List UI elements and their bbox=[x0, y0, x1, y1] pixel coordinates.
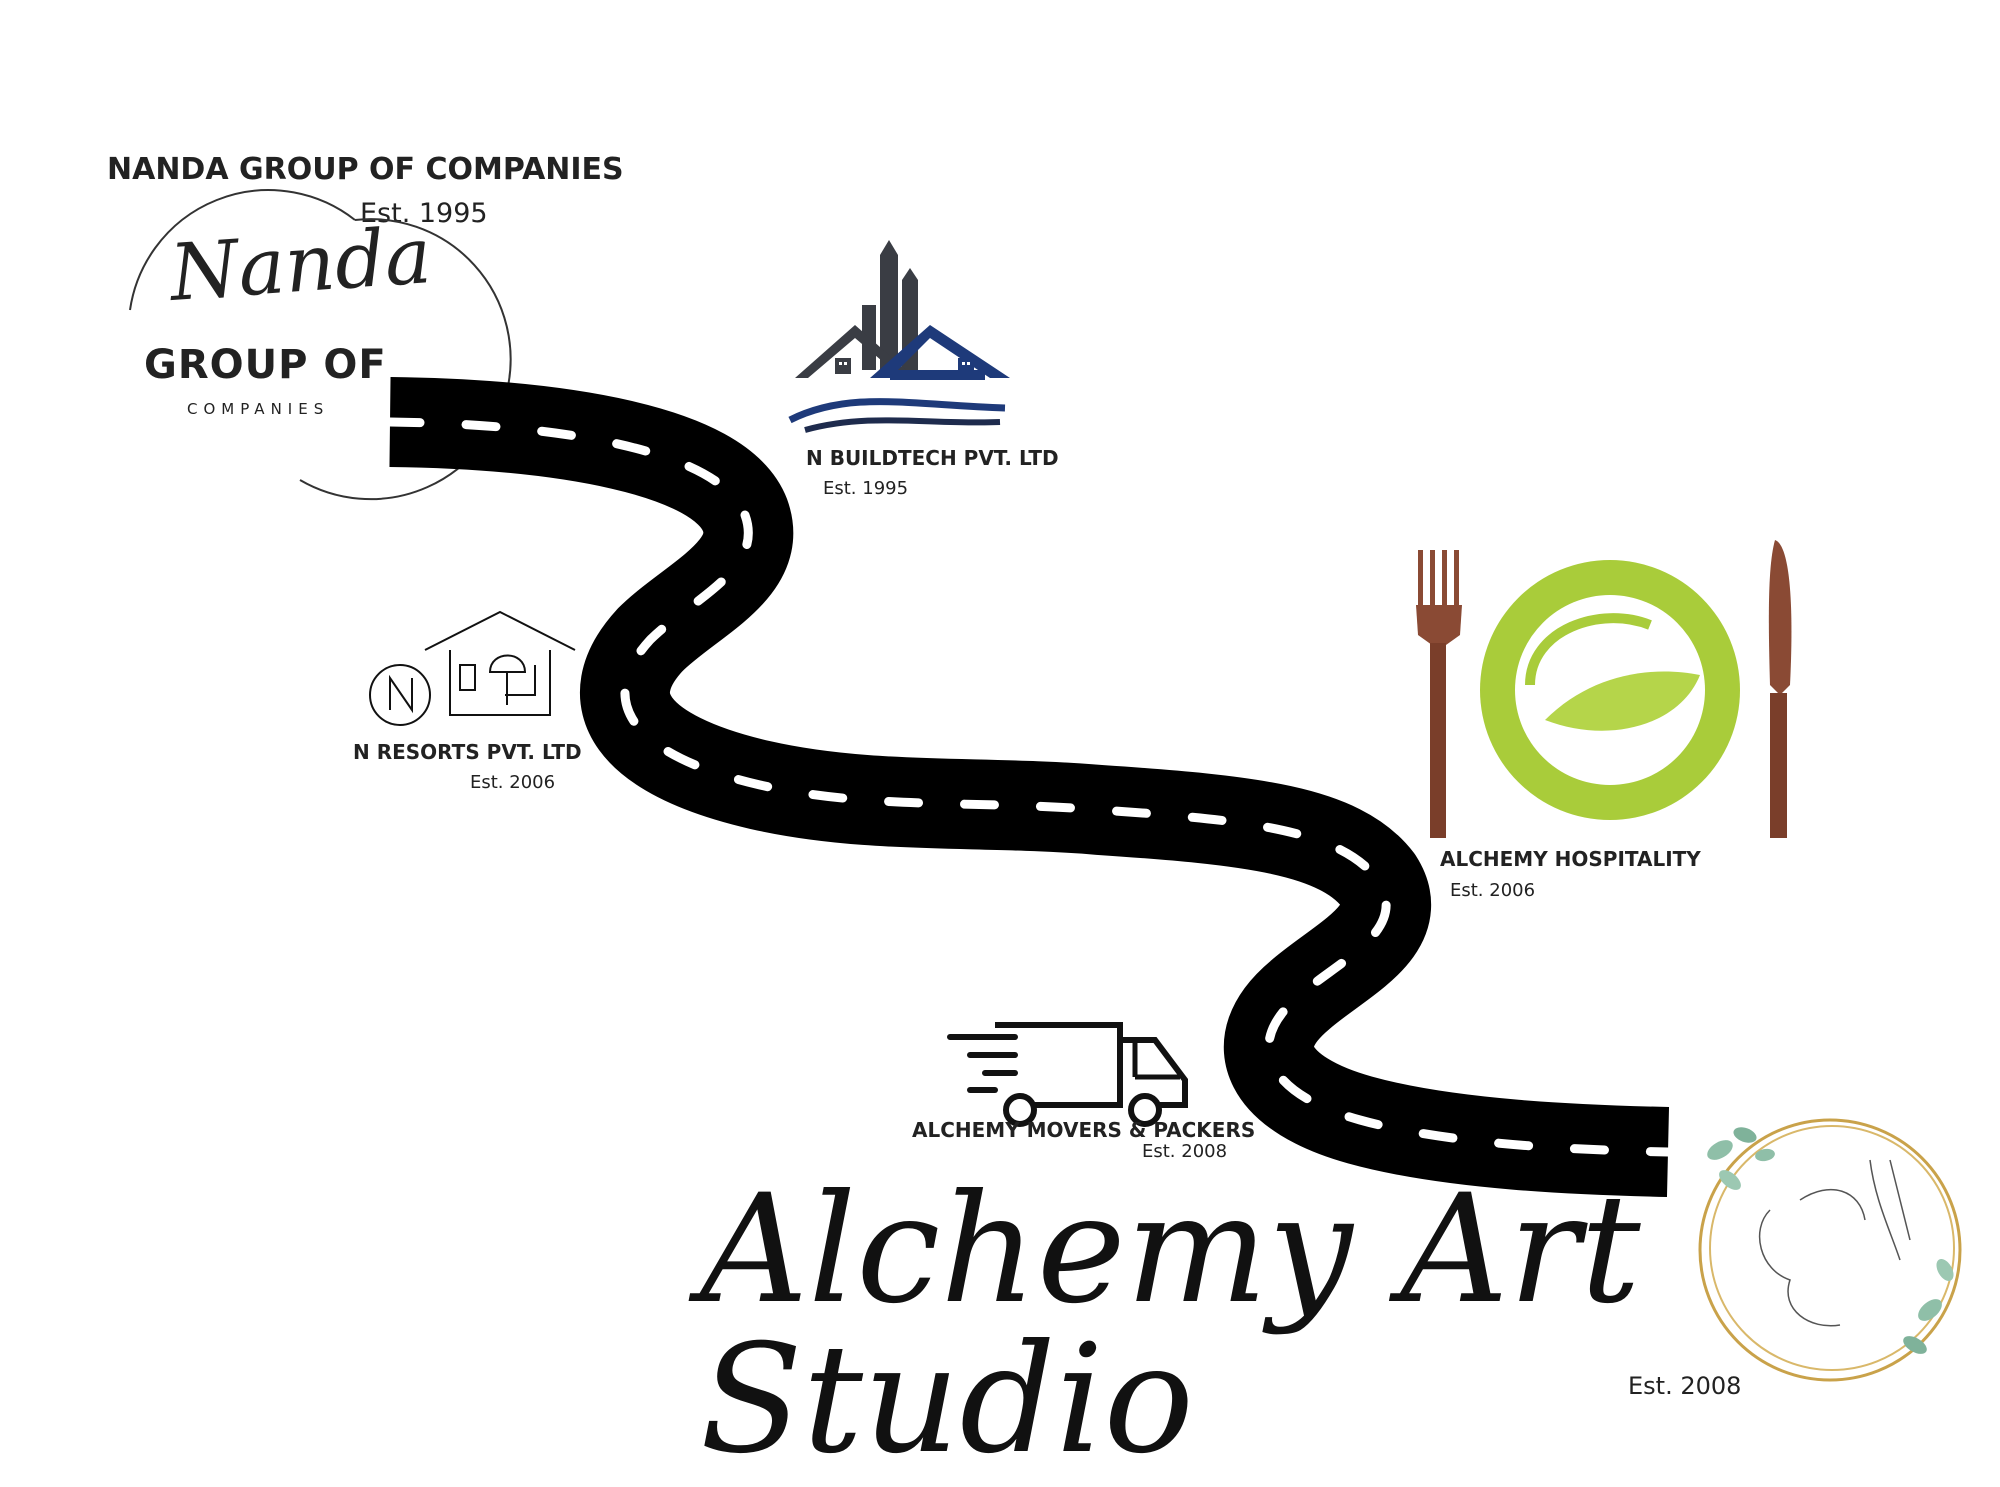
resort-house-logo-icon bbox=[369, 610, 576, 726]
plate-fork-knife-icon bbox=[1416, 540, 1792, 838]
art-studio-title: Alchemy Art Studio bbox=[700, 1163, 1641, 1487]
movers-name: ALCHEMY MOVERS & PACKERS bbox=[912, 1118, 1256, 1142]
group-est: Est. 1995 bbox=[360, 198, 488, 229]
buildings-houses-waves-icon bbox=[788, 240, 1010, 433]
art-studio-est: Est. 2008 bbox=[1628, 1372, 1742, 1400]
hospitality-name: ALCHEMY HOSPITALITY bbox=[1440, 847, 1701, 871]
buildtech-name: N BUILDTECH PVT. LTD bbox=[806, 446, 1059, 470]
page-title: NANDA GROUP OF COMPANIES bbox=[107, 152, 624, 187]
art-studio-wreath-icon bbox=[1698, 1118, 1962, 1382]
hospitality-logo bbox=[1410, 535, 1810, 845]
logo-main-text: GROUP OF bbox=[144, 342, 387, 388]
nanda-group-logo: Nanda GROUP OF COMPANIES bbox=[110, 189, 512, 501]
movers-est: Est. 2008 bbox=[1142, 1141, 1228, 1162]
resorts-est: Est. 2006 bbox=[470, 772, 556, 793]
resorts-name: N RESORTS PVT. LTD bbox=[353, 740, 582, 764]
movers-logo bbox=[940, 1015, 1190, 1127]
delivery-truck-icon bbox=[947, 1022, 1188, 1127]
hospitality-est: Est. 2006 bbox=[1450, 880, 1536, 901]
buildtech-logo bbox=[788, 230, 1020, 433]
art-studio-logo bbox=[1690, 1110, 1970, 1390]
buildtech-est: Est. 1995 bbox=[823, 478, 909, 499]
resorts-logo bbox=[365, 610, 585, 740]
winding-road bbox=[389, 377, 1670, 1197]
logo-sub-text: COMPANIES bbox=[187, 400, 330, 418]
